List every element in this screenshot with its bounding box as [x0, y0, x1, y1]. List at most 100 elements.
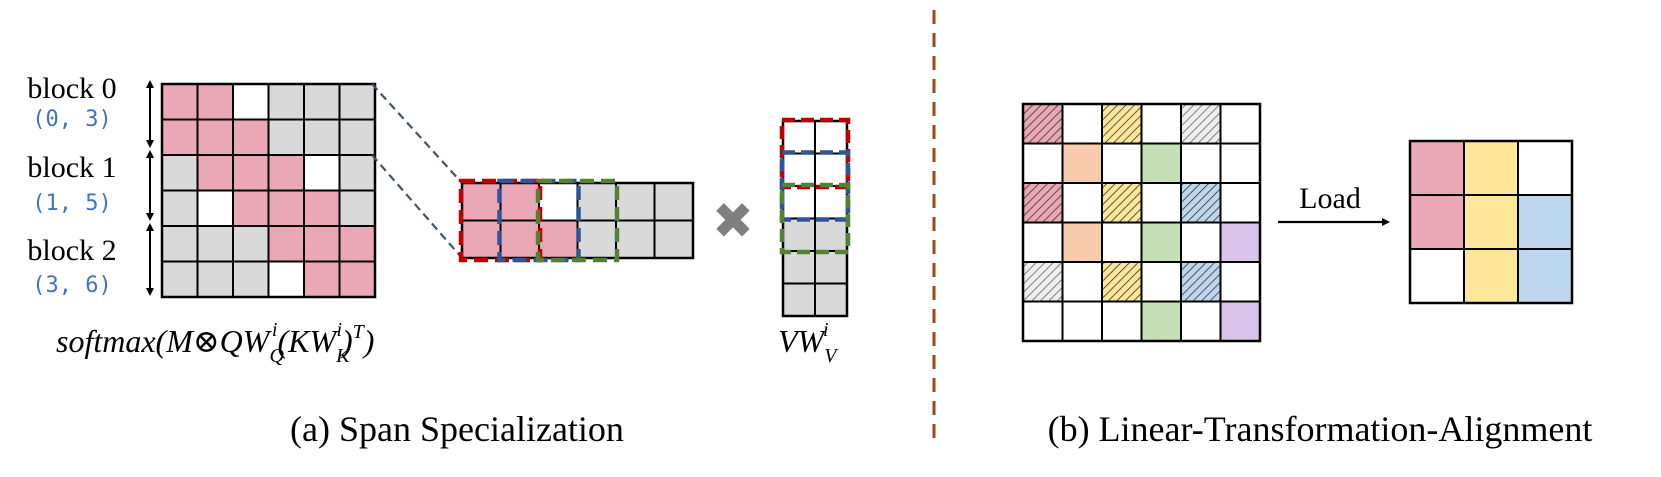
span-highlight-green: [535, 178, 620, 263]
mask-cell: [196, 154, 234, 192]
sparse-border: [1021, 102, 1262, 343]
mask-border: [160, 82, 377, 299]
mask-cell: [196, 83, 234, 121]
strip-cell: [538, 182, 579, 222]
sparse-cell: [1061, 261, 1103, 303]
dense-cell: [1517, 248, 1573, 304]
strip-cell: [499, 219, 540, 259]
sparse-cell: [1101, 300, 1143, 342]
mask-cell: [232, 154, 270, 192]
sparse-cell: [1180, 142, 1222, 184]
mask-cell: [303, 189, 341, 227]
value-formula-sub: V: [824, 345, 839, 367]
mask-cell: [161, 225, 199, 263]
mask-cell: [338, 260, 376, 298]
span-strip-grid: [458, 178, 695, 263]
strip-cell: [576, 219, 617, 259]
zoom-connector-top: [371, 83, 463, 184]
sparse-cell: [1140, 142, 1182, 184]
block-2-span: (3, 6): [32, 273, 111, 298]
mask-cell: [267, 189, 305, 227]
mask-cell: [267, 118, 305, 156]
sparse-cell: [1140, 103, 1182, 145]
mask-cell: [303, 225, 341, 263]
sparse-cell: [1219, 142, 1261, 184]
value-cell: [814, 152, 848, 187]
panel-a: block 0 (0, 3) block 1 (1, 5) block 2 (3…: [27, 72, 851, 449]
mask-cell: [232, 118, 270, 156]
mask-cell: [232, 260, 270, 298]
formula-sub-q: Q: [269, 345, 284, 367]
sparse-cell: [1101, 182, 1143, 224]
mask-cell: [303, 154, 341, 192]
multiply-symbol: ✖: [712, 192, 754, 250]
strip-cell: [499, 182, 540, 222]
sparse-cell: [1061, 221, 1103, 263]
formula-sub-k: K: [335, 345, 351, 367]
mask-cell: [303, 83, 341, 121]
value-cell: [782, 250, 816, 285]
attention-formula: softmax(M⊗QWQi(KWKi)T): [56, 319, 374, 367]
value-formula-head: VW: [778, 323, 828, 359]
mask-cell: [267, 260, 305, 298]
sparse-cell: [1180, 103, 1222, 145]
formula-end: ): [362, 323, 375, 359]
value-cell: [814, 217, 848, 252]
sparse-cell: [1180, 300, 1222, 342]
sparse-cell: [1219, 300, 1261, 342]
sparse-cell: [1022, 142, 1064, 184]
value-cell: [782, 282, 816, 317]
dense-cell: [1463, 248, 1519, 304]
caption-a: (a) Span Specialization: [290, 409, 624, 449]
value-formula-sup: i: [823, 319, 829, 341]
strip-cell: [615, 219, 656, 259]
sparse-cell: [1022, 300, 1064, 342]
zoom-connector-bottom: [371, 154, 463, 259]
mask-cell: [196, 189, 234, 227]
formula-close: ): [340, 323, 353, 359]
sparse-cell: [1180, 182, 1222, 224]
attention-mask-grid: [160, 82, 377, 299]
value-cell: [782, 185, 816, 220]
block-1-span: (1, 5): [32, 191, 111, 216]
block-2-label: block 2: [27, 234, 116, 267]
sparse-cell: [1140, 300, 1182, 342]
strip-cell: [576, 182, 617, 222]
sparse-cell: [1101, 261, 1143, 303]
block-1-label: block 1: [27, 151, 116, 184]
strip-cell: [461, 182, 502, 222]
value-cell: [782, 120, 816, 155]
mask-cell: [338, 118, 376, 156]
value-cell: [814, 120, 848, 155]
panel-b: Load (b) Linear-Transformation-Alignment: [1021, 102, 1592, 449]
sparse-matrix-grid: [1021, 102, 1262, 343]
sparse-cell: [1101, 142, 1143, 184]
formula-kw: (KW: [277, 323, 339, 359]
mask-cell: [161, 83, 199, 121]
strip-cell: [653, 219, 694, 259]
mask-cell: [338, 154, 376, 192]
sparse-cell: [1180, 221, 1222, 263]
strip-cell: [461, 219, 502, 259]
sparse-cell: [1140, 221, 1182, 263]
formula-sup-k: i: [336, 319, 342, 341]
sparse-cell: [1219, 261, 1261, 303]
value-highlight-green: [779, 182, 851, 255]
mask-cell: [232, 225, 270, 263]
sparse-cell: [1061, 300, 1103, 342]
dense-cell: [1517, 140, 1573, 196]
dense-border: [1408, 139, 1574, 305]
dense-cell: [1517, 194, 1573, 250]
mask-cell: [232, 83, 270, 121]
mask-cell: [161, 260, 199, 298]
mask-cell: [303, 260, 341, 298]
value-cell: [814, 250, 848, 285]
block-0-label: block 0: [27, 72, 116, 105]
mask-cell: [161, 118, 199, 156]
sparse-cell: [1022, 221, 1064, 263]
dense-cell: [1409, 140, 1465, 196]
mask-cell: [303, 118, 341, 156]
mask-cell: [267, 225, 305, 263]
sparse-cell: [1101, 103, 1143, 145]
